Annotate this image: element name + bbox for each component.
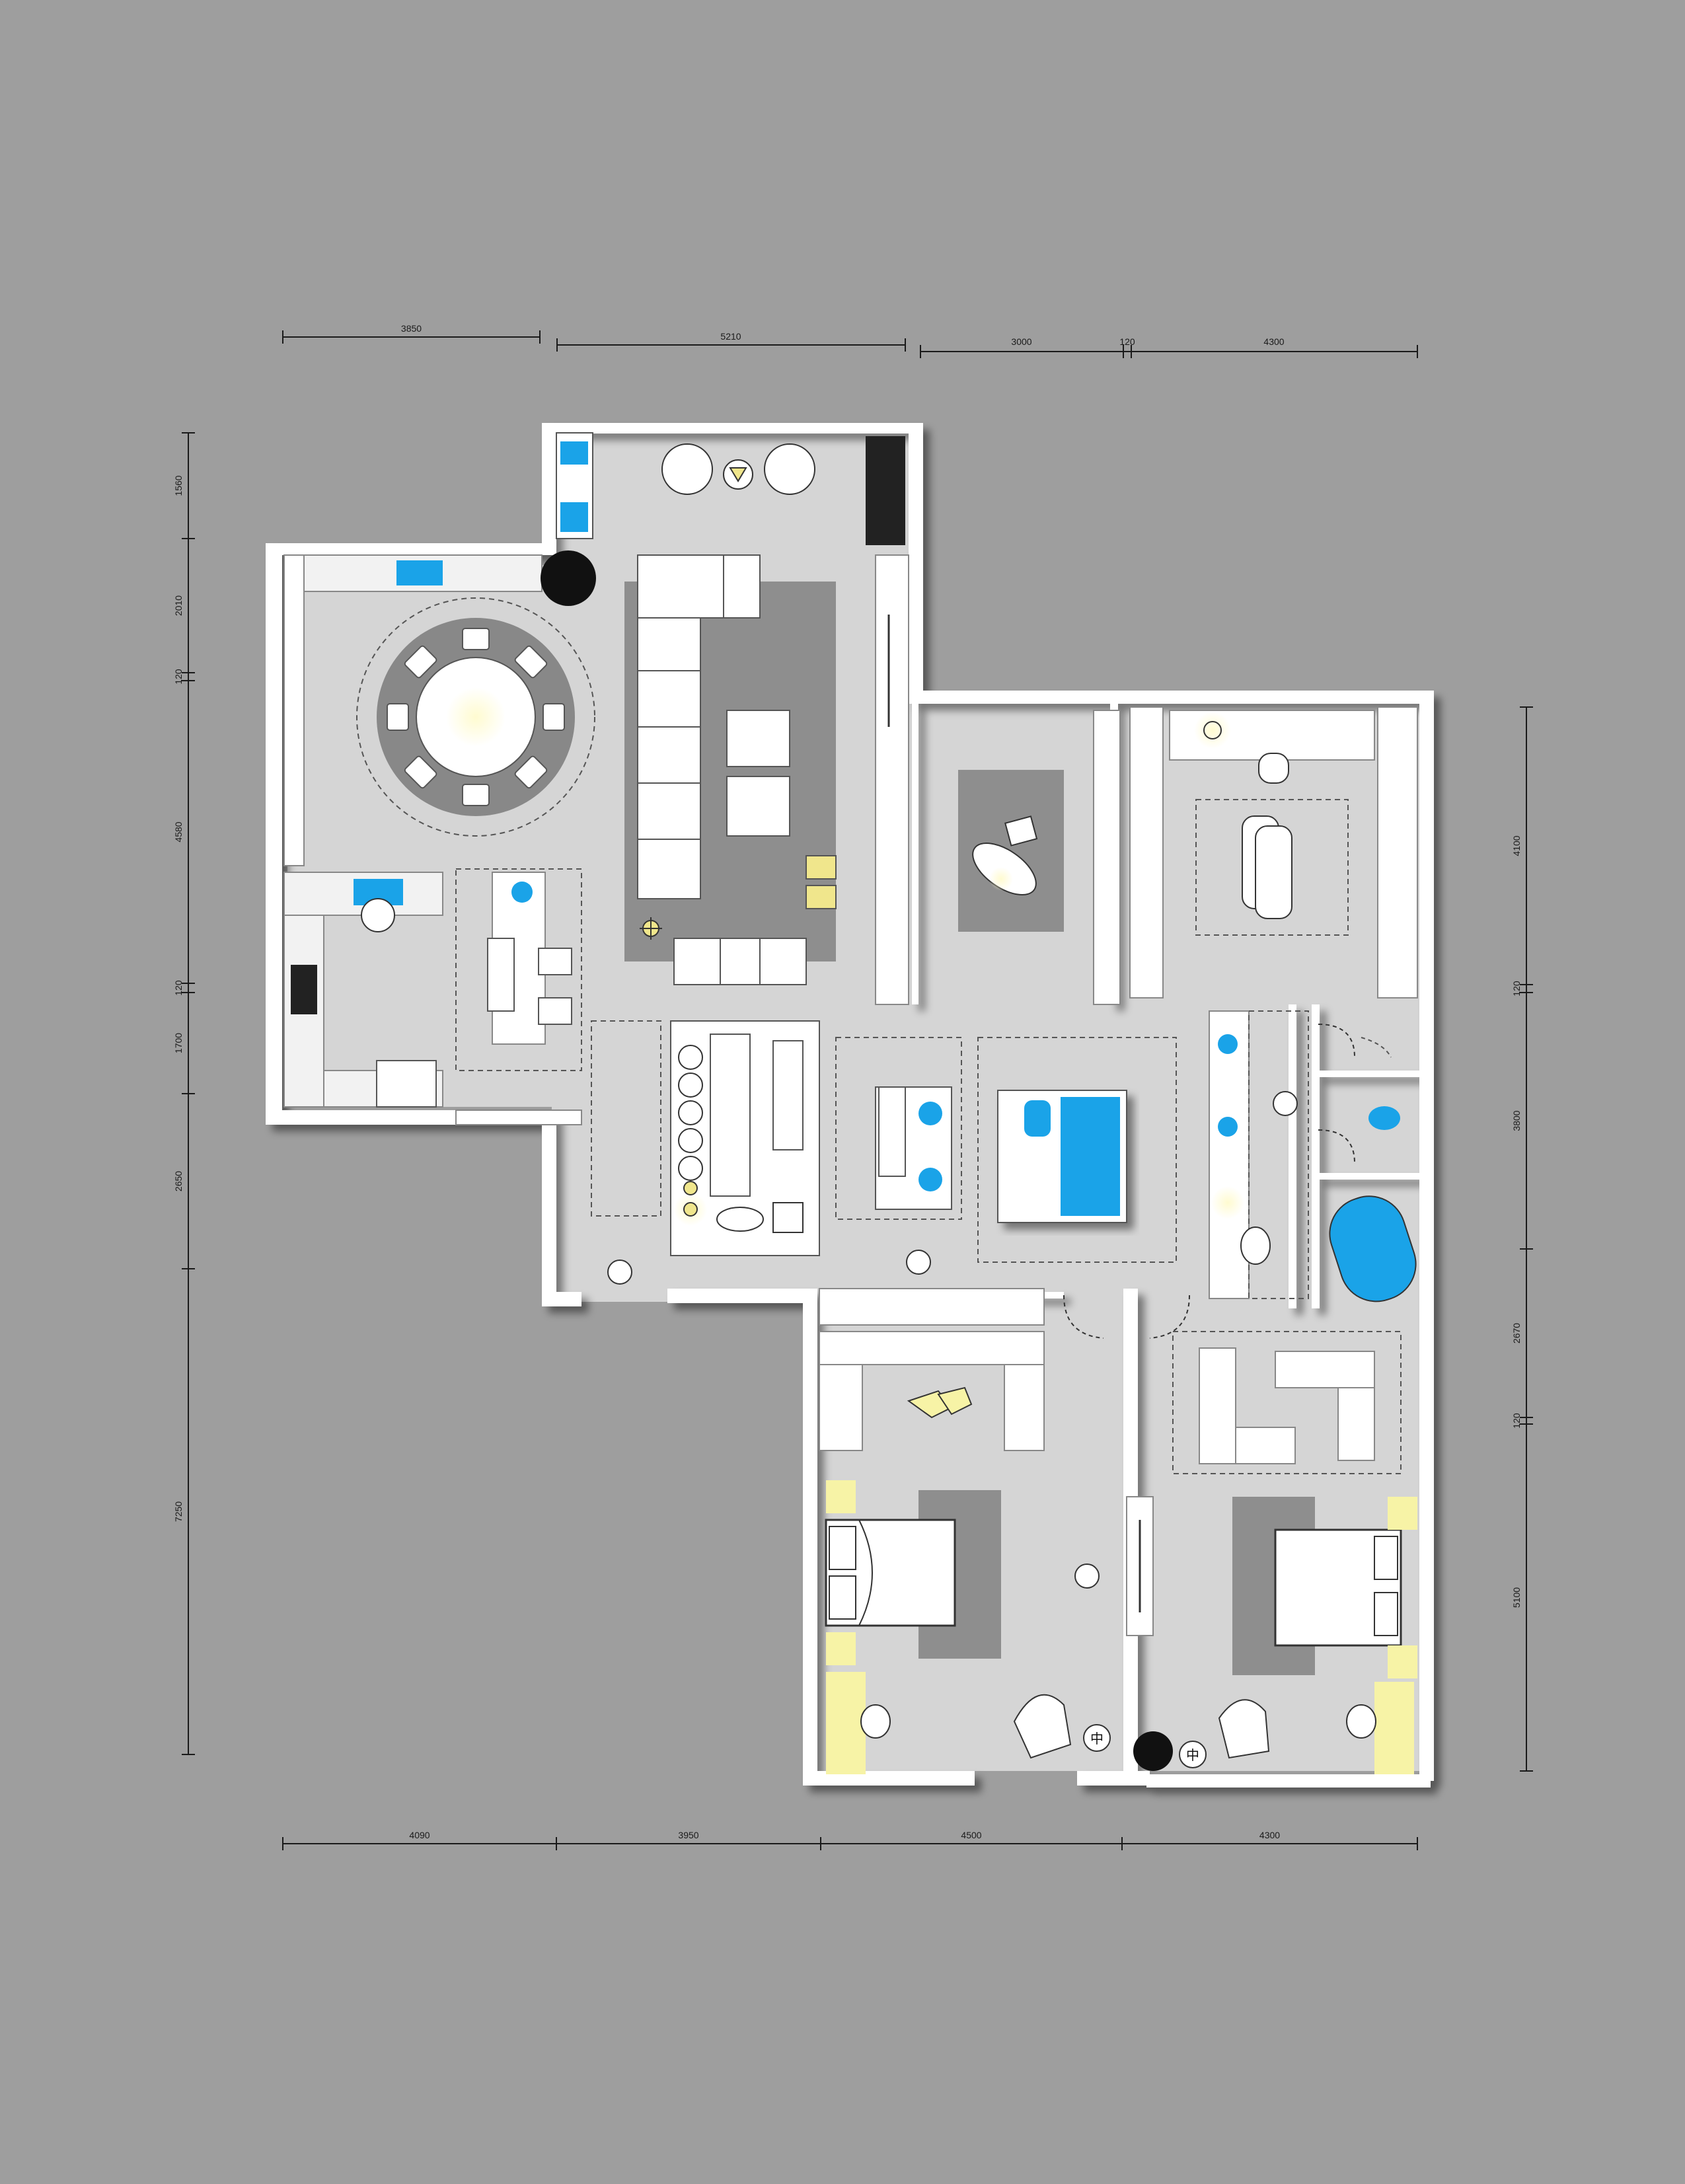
bar-stool — [678, 1073, 703, 1098]
sofa — [637, 554, 761, 619]
coffee-table — [726, 710, 790, 767]
bathtub — [1329, 1195, 1417, 1302]
dining-chair — [514, 755, 548, 789]
dimension-label: 2010 — [173, 595, 184, 616]
dimension-label: 4100 — [1511, 835, 1522, 856]
dimension-label: 4300 — [1259, 1830, 1280, 1840]
dimension-label: 4090 — [409, 1830, 430, 1840]
dimension-label: 7250 — [173, 1501, 184, 1522]
dimension-label: 5210 — [720, 331, 741, 342]
dimension-label: 3800 — [1511, 1110, 1522, 1131]
dining-chair — [543, 703, 565, 731]
cooktop — [291, 965, 317, 1014]
bar-stool — [678, 1045, 703, 1070]
door-swings — [1063, 1024, 1355, 1339]
dimension-label: 3000 — [1011, 336, 1031, 347]
center-rooms — [591, 1010, 1417, 1302]
kitchen-sink — [396, 560, 443, 585]
dimension-label: 120 — [173, 669, 184, 685]
dimension-label: 120 — [173, 980, 184, 996]
dining-chair — [462, 628, 490, 650]
dimension-label: 3850 — [401, 323, 422, 334]
balcony — [541, 432, 905, 606]
bar-stool — [678, 1128, 703, 1153]
dimension-label: 2650 — [173, 1171, 184, 1191]
bedroom-right: 中 — [1126, 1331, 1417, 1774]
tv-bench — [673, 938, 807, 985]
dimension-label: 3950 — [678, 1830, 698, 1840]
kitchen-dining — [283, 554, 595, 1125]
bar-stool — [678, 1156, 703, 1181]
dimension-label: 4500 — [961, 1830, 981, 1840]
person-icons — [607, 1091, 1298, 1589]
dining-chair — [387, 703, 409, 731]
dining-chair — [514, 645, 548, 679]
bar-stool — [678, 1100, 703, 1125]
center-mark-left — [1083, 1724, 1111, 1752]
study — [958, 710, 1121, 1005]
dimension-label: 120 — [1511, 1413, 1522, 1429]
dimension-labels: 3850 5210 3000 120 4300 4090 3950 4500 4300 1560 2… — [173, 323, 1522, 1840]
dimension-label: 5100 — [1511, 1587, 1522, 1608]
dining-chair — [462, 784, 490, 806]
center-mark-right-label: 中 — [1186, 1748, 1199, 1763]
dining-rug — [356, 597, 595, 837]
dimension-label: 4300 — [1263, 336, 1284, 347]
dining-chair — [404, 645, 437, 679]
dimension-label: 2670 — [1511, 1323, 1522, 1343]
dimension-lines — [182, 330, 1533, 1850]
dining-chair — [404, 755, 437, 789]
dimension-label: 120 — [1119, 336, 1135, 347]
dimension-label: 1560 — [173, 475, 184, 496]
center-mark-right — [1179, 1741, 1207, 1768]
bedroom-left: 中 — [819, 1288, 1111, 1774]
dimension-label: 4580 — [173, 821, 184, 842]
master-suite — [1129, 706, 1418, 998]
center-mark-left-label: 中 — [1090, 1731, 1104, 1747]
dimension-label: 1700 — [173, 1033, 184, 1053]
dimension-label: 120 — [1511, 981, 1522, 997]
living-room — [624, 554, 909, 1005]
